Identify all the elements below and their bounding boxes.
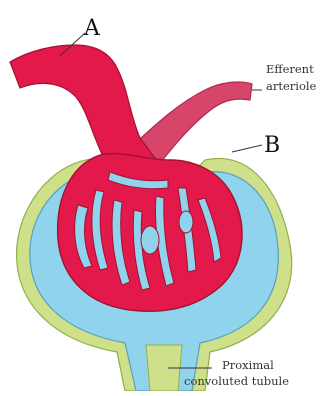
label-pct-line1: Proximal bbox=[222, 358, 274, 372]
label-efferent-line2: arteriole bbox=[266, 79, 317, 93]
label-efferent-line1: Efferent bbox=[266, 62, 314, 76]
leader-line-b bbox=[232, 145, 262, 152]
label-pct-line2: convoluted tubule bbox=[184, 374, 289, 388]
label-b: B bbox=[264, 133, 280, 158]
capillary-loop bbox=[141, 226, 159, 254]
capillary-loop bbox=[179, 211, 193, 233]
afferent-arteriole bbox=[10, 45, 160, 169]
label-a: A bbox=[83, 16, 101, 41]
